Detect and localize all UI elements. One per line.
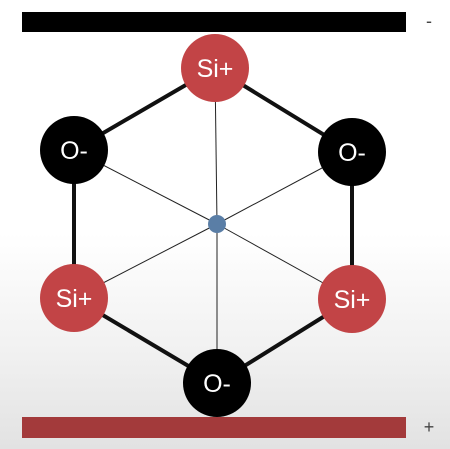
atom-label: O- — [338, 139, 366, 167]
atom-label: Si+ — [56, 285, 93, 313]
atom-si-lower-left: Si+ — [40, 264, 108, 332]
atom-si-lower-right: Si+ — [318, 265, 386, 333]
silicon-atom — [40, 264, 108, 332]
atom-o-upper-left: O- — [40, 116, 108, 184]
silicon-atom — [318, 265, 386, 333]
positive-sign: + — [424, 417, 435, 437]
atom-o-upper-right: O- — [318, 118, 386, 186]
atom-label: Si+ — [334, 286, 371, 314]
center-point — [208, 215, 226, 233]
oxygen-atom — [318, 118, 386, 186]
negative-sign: - — [426, 11, 432, 31]
negative-plate — [22, 12, 406, 32]
oxygen-atom — [40, 116, 108, 184]
oxygen-atom — [183, 349, 251, 417]
positive-plate — [22, 417, 406, 438]
atom-label: O- — [203, 370, 231, 398]
atom-si-top: Si+ — [181, 34, 249, 102]
atom-o-bottom: O- — [183, 349, 251, 417]
silicon-atom — [181, 34, 249, 102]
atom-label: Si+ — [197, 55, 234, 83]
atom-label: O- — [60, 137, 88, 165]
